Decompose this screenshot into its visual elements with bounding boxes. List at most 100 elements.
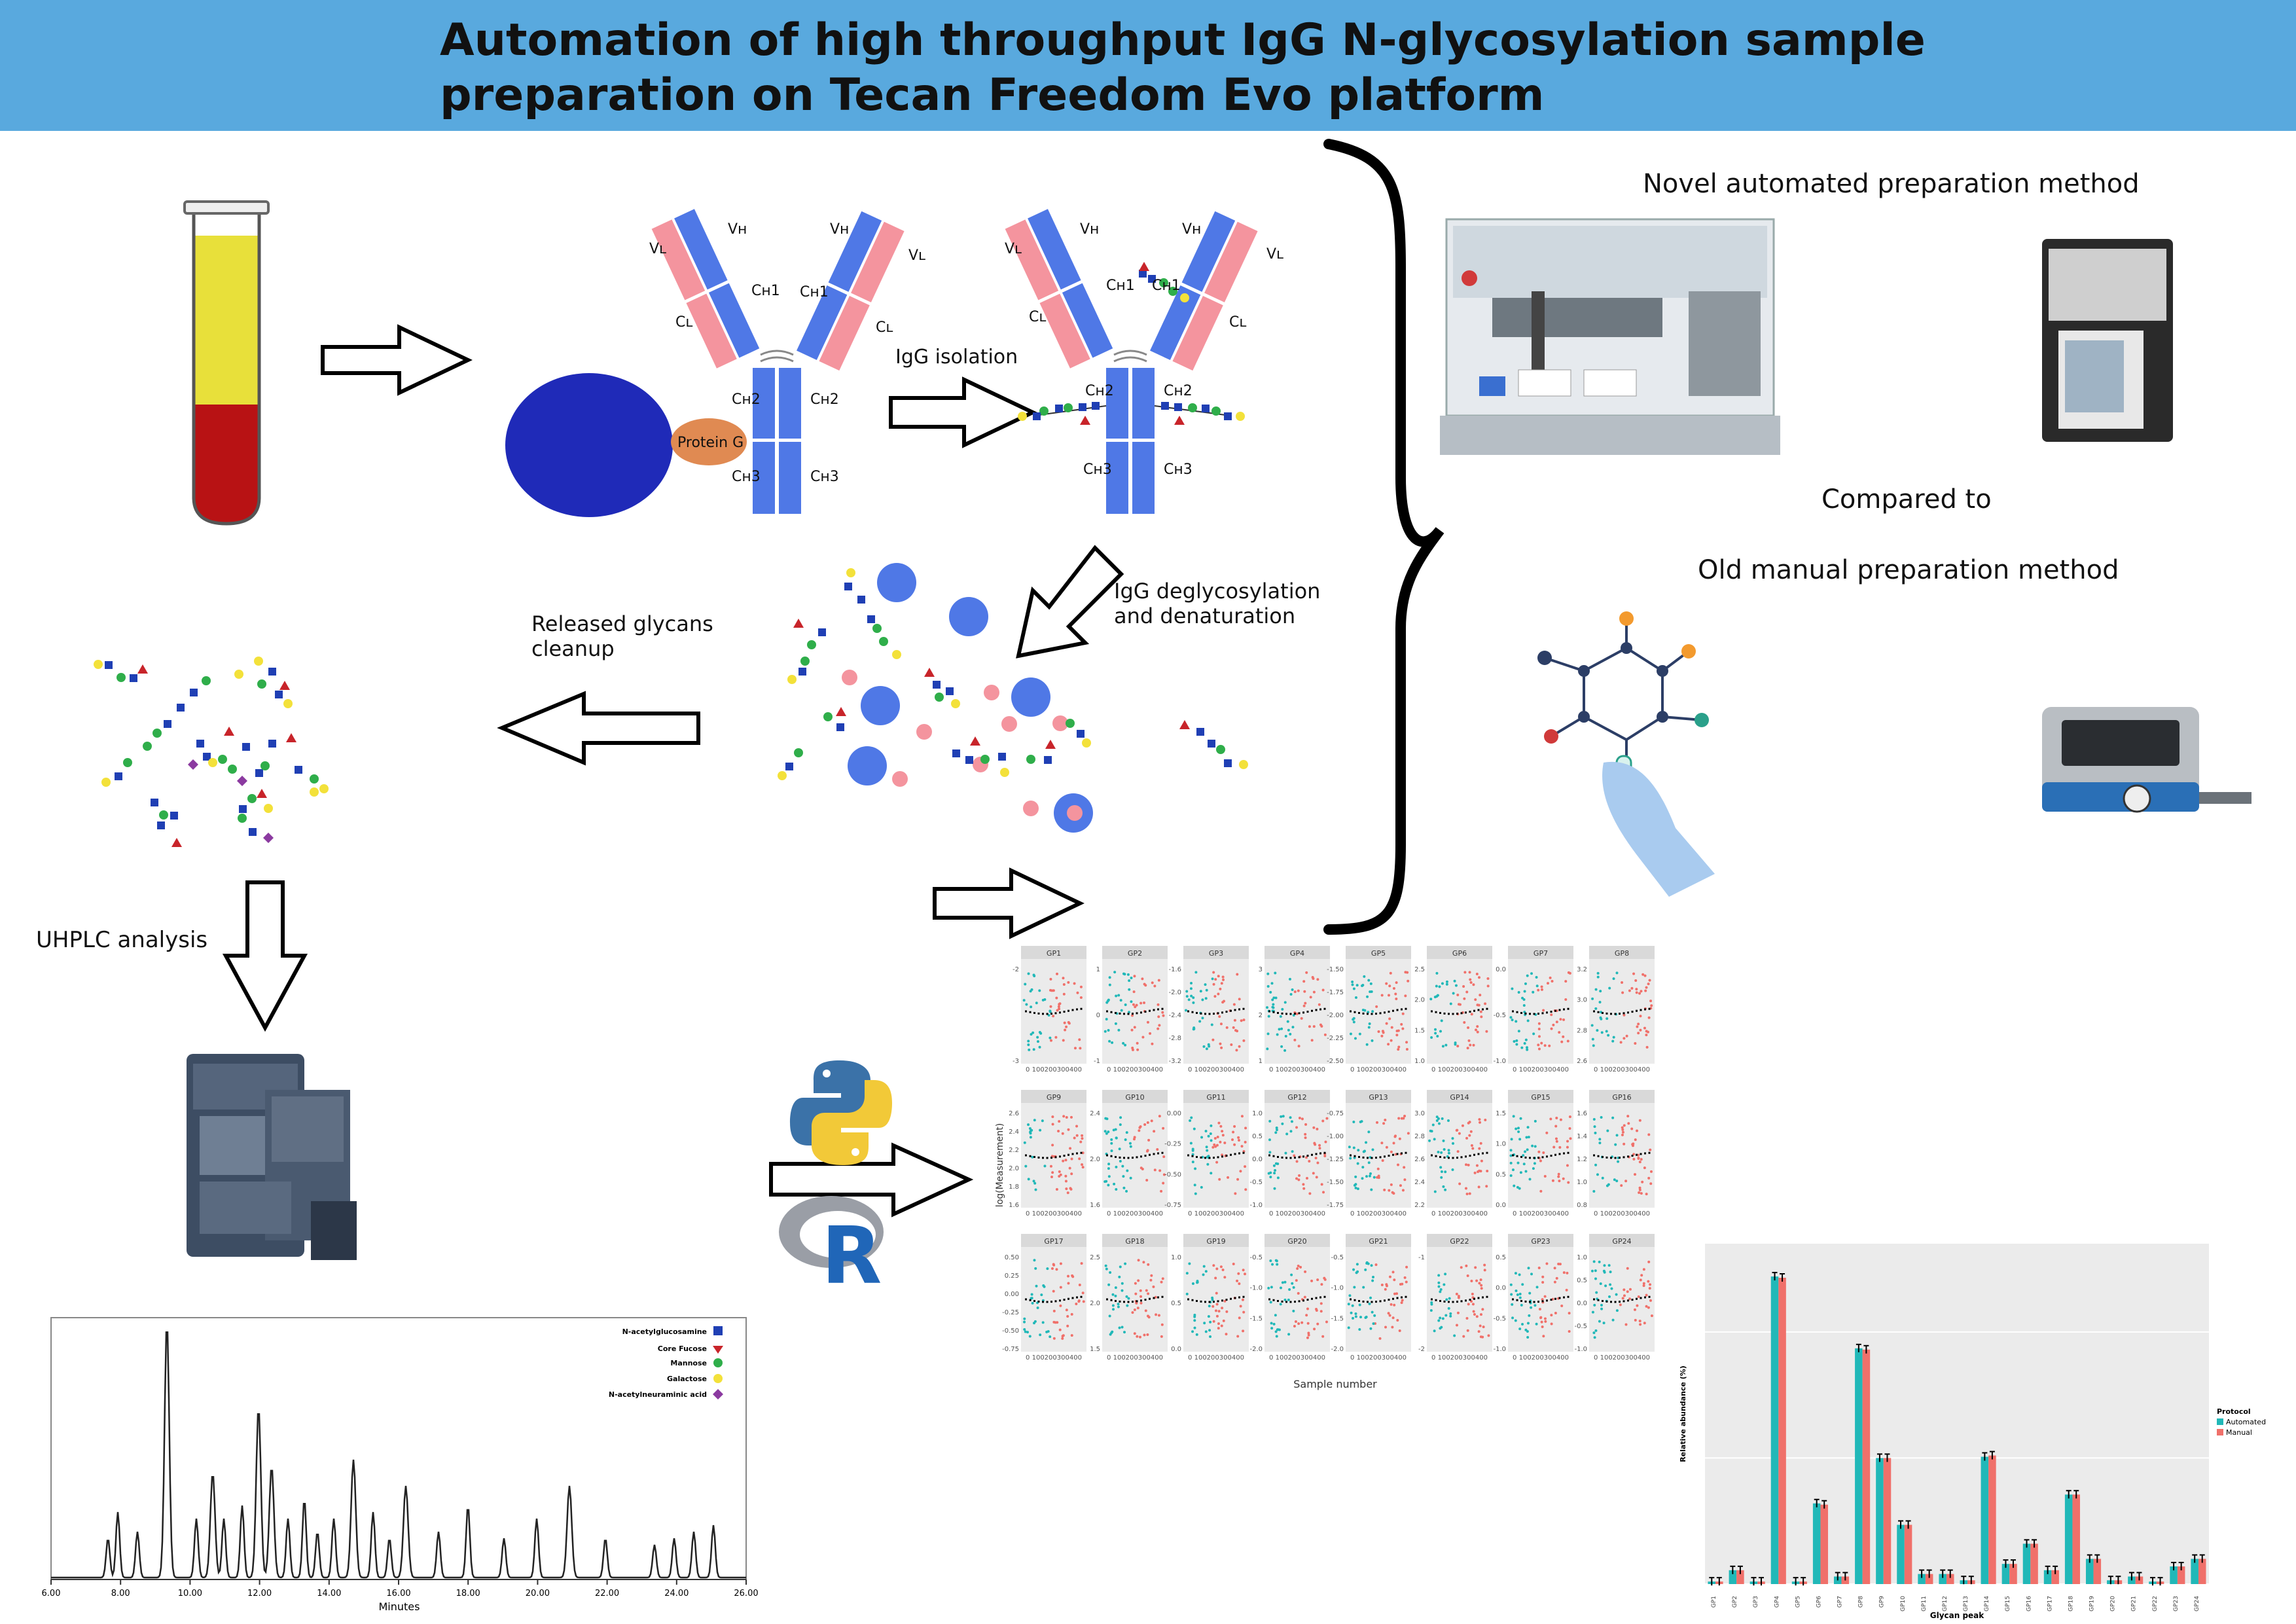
facet-ytick: -3	[1013, 1058, 1019, 1065]
domain-ch2-left: Cʜ2	[732, 391, 761, 408]
facet-ytick: 2.8	[1414, 1133, 1425, 1140]
facet-xticks: 0 100200300400	[1594, 1066, 1650, 1074]
protein-g-label: Protein G	[677, 435, 744, 451]
chromatogram-xtick: 12.00	[247, 1589, 272, 1598]
protein-g-bead-diagram	[505, 209, 905, 517]
facet-xticks: 0 100200300400	[1431, 1066, 1488, 1074]
facet-ytick: 0	[1096, 1012, 1100, 1019]
compared-to-label: Compared to	[1821, 484, 1992, 514]
old-method-label: Old manual preparation method	[1698, 555, 2119, 585]
title-line-1: Automation of high throughput IgG N-glyc…	[440, 14, 1926, 66]
facet-ytick: -0.75	[1002, 1346, 1019, 1353]
bar-xtick: GP17	[2047, 1596, 2053, 1612]
legend-swatch	[2217, 1429, 2223, 1435]
title-line-2: preparation on Tecan Freedom Evo platfor…	[440, 69, 1545, 121]
facet-ytick: -1.75	[1327, 1202, 1344, 1209]
facet-ytick: 0.0	[1496, 966, 1506, 973]
domain-ch3-free-right: Cʜ3	[1164, 461, 1193, 478]
bar-xtick: GP6	[1816, 1596, 1822, 1608]
facet-ytick: 1.0	[1496, 1141, 1506, 1148]
bar-automated	[2043, 1570, 2052, 1584]
domain-vh-left: Vʜ	[728, 221, 747, 238]
facet-title: GP21	[1369, 1237, 1388, 1246]
bar-manual	[1988, 1455, 1996, 1584]
domain-cl-free-right: Cʟ	[1229, 314, 1247, 331]
chromatogram-xtick: 8.00	[111, 1589, 130, 1598]
facet-ytick: 1.2	[1577, 1156, 1587, 1163]
facet-xticks: 0 100200300400	[1594, 1354, 1650, 1362]
facet-title: GP13	[1369, 1093, 1388, 1102]
chromatogram-xlabel: Minutes	[379, 1600, 420, 1613]
arrow-tube-to-antibody	[321, 324, 473, 396]
curly-brace	[1323, 139, 1444, 935]
chromatogram-xtick: 14.00	[317, 1589, 341, 1598]
uhplc-instrument-icon	[187, 1054, 357, 1260]
facet-ytick: -0.5	[1493, 1315, 1506, 1322]
facet-xticks: 0 100200300400	[1188, 1066, 1244, 1074]
facet-ytick: 1.6	[1009, 1202, 1019, 1209]
facet-ytick: 0.50	[1005, 1254, 1019, 1261]
facet-ytick: 0.5	[1171, 1300, 1181, 1307]
facet-xticks: 0 100200300400	[1513, 1354, 1569, 1362]
bar-manual	[1904, 1525, 1912, 1584]
domain-cl-free-left: Cʟ	[1029, 309, 1047, 325]
chromatogram-xtick: 18.00	[456, 1589, 480, 1598]
scatter-panel: GP1-2-30 100200300400	[1013, 946, 1086, 1074]
released-glycans-label-2: cleanup	[531, 636, 615, 661]
arrow-isolation	[889, 376, 1037, 448]
facet-ytick: 0.0	[1171, 1346, 1181, 1353]
bar-automated	[1876, 1458, 1884, 1584]
domain-vh-right: Vʜ	[830, 221, 850, 238]
legend-label-fucose: Core Fucose	[658, 1344, 707, 1353]
facet-ytick: 2.6	[1577, 1058, 1587, 1065]
legend-label-sialic: N-acetylneuraminic acid	[609, 1390, 707, 1399]
facet-xticks: 0 100200300400	[1513, 1210, 1569, 1218]
legend-sialic-icon	[713, 1389, 723, 1399]
facet-ytick: 2.0	[1414, 997, 1425, 1004]
facet-ytick: 2.4	[1090, 1110, 1100, 1117]
facet-ytick: 0.5	[1496, 1254, 1506, 1261]
legend-fucose-icon	[713, 1346, 723, 1354]
bar-manual	[1946, 1574, 1954, 1584]
bar-xtick: GP12	[1942, 1596, 1948, 1612]
facet-ytick: 0.0	[1496, 1202, 1506, 1209]
facet-ytick: 2	[1259, 1012, 1263, 1019]
domain-cl-left: Cʟ	[675, 314, 693, 331]
facet-title: GP7	[1534, 949, 1548, 958]
facet-title: GP11	[1206, 1093, 1225, 1102]
bar-manual	[1862, 1349, 1871, 1584]
bar-automated	[1855, 1348, 1863, 1584]
chromatogram-xtick: 24.00	[664, 1589, 689, 1598]
bar-automated	[2022, 1543, 2031, 1584]
facet-title: GP16	[1612, 1093, 1631, 1102]
bar-automated	[2064, 1494, 2073, 1584]
arrow-to-statistics	[769, 1142, 974, 1218]
domain-ch3-right: Cʜ3	[810, 469, 839, 485]
bar-manual	[1778, 1278, 1786, 1584]
domain-cl-right: Cʟ	[876, 319, 893, 336]
legend-label-mannose: Mannose	[670, 1359, 707, 1367]
facet-ytick: -2.0	[1331, 1346, 1344, 1353]
facet-xticks: 0 100200300400	[1188, 1210, 1244, 1218]
facet-title: GP10	[1125, 1093, 1144, 1102]
centrifuge-icon	[2042, 239, 2173, 442]
bar-xtick: GP18	[2068, 1596, 2074, 1612]
bar-manual	[2072, 1494, 2081, 1584]
facet-ytick: 1	[1259, 1058, 1263, 1065]
facet-ytick: 2.8	[1577, 1027, 1587, 1034]
legend-label-galactose: Galactose	[667, 1375, 707, 1383]
domain-vl-right: Vʟ	[908, 247, 926, 264]
facet-ytick: -1.50	[1327, 966, 1344, 973]
domain-vl-free-left: Vʟ	[1005, 241, 1022, 257]
domain-ch1-free-right: Cʜ1	[1152, 278, 1181, 294]
bar-xtick: GP14	[1984, 1596, 1990, 1612]
legend-label-glcnac: N-acetylglucosamine	[622, 1327, 707, 1336]
facet-ytick: -1.5	[1249, 1315, 1263, 1322]
